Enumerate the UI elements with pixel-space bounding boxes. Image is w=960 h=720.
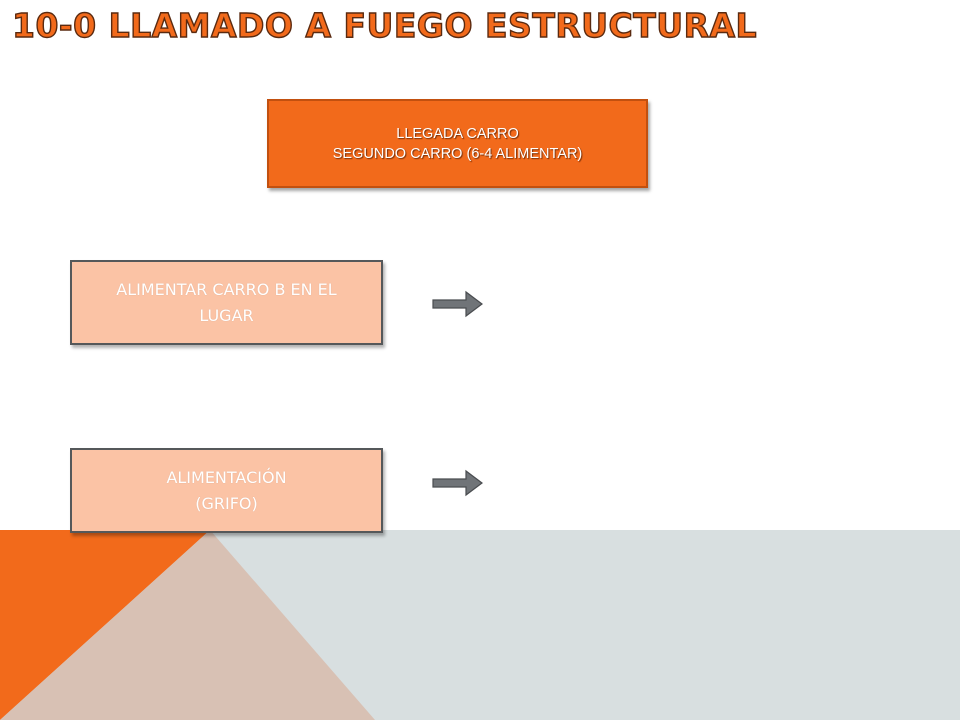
- slide-title: 10-0 LLAMADO A FUEGO ESTRUCTURAL: [11, 5, 758, 45]
- step-1-line-1: ALIMENTAR CARRO B EN EL: [116, 279, 337, 299]
- step-box-feed-truck-b: ALIMENTAR CARRO B EN EL LUGAR: [70, 260, 383, 345]
- step-2-line-2: (GRIFO): [195, 493, 258, 513]
- right-arrow-icon: [432, 469, 483, 497]
- header-line-1: LLEGADA CARRO: [396, 125, 519, 142]
- step-1-line-2: LUGAR: [199, 305, 254, 325]
- header-line-2: SEGUNDO CARRO (6-4 ALIMENTAR): [332, 145, 583, 162]
- step-box-hydrant-feed: ALIMENTACIÓN (GRIFO): [70, 448, 383, 533]
- step-2-line-1: ALIMENTACIÓN: [166, 467, 287, 487]
- bottom-tan-triangle: [0, 530, 375, 720]
- arrival-header-box: LLEGADA CARRO SEGUNDO CARRO (6-4 ALIMENT…: [267, 99, 648, 188]
- right-arrow-icon: [432, 290, 483, 318]
